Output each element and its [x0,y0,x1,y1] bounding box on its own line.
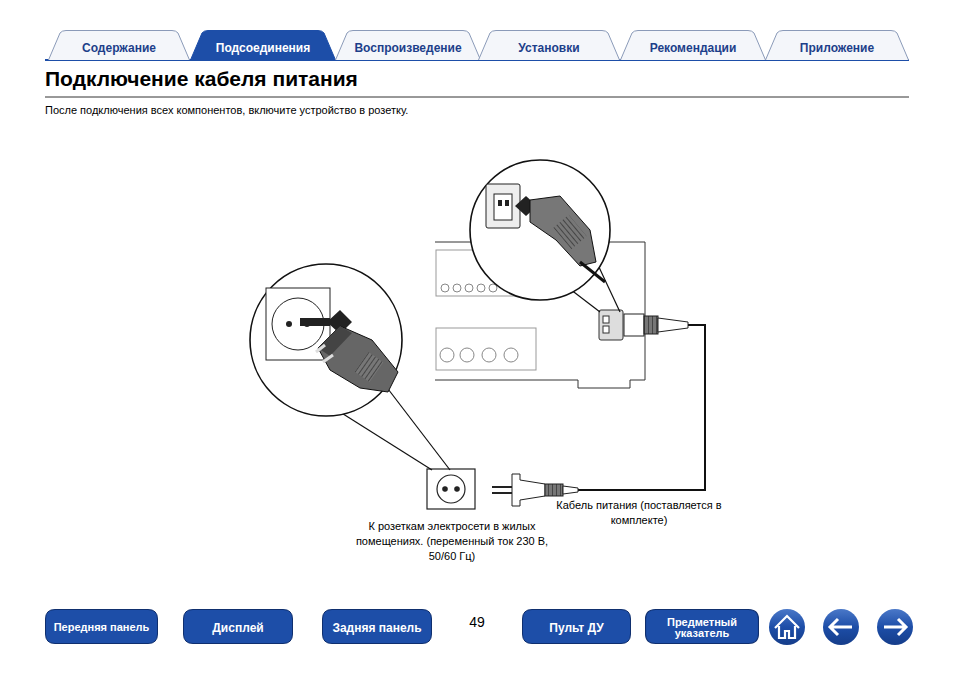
section-tab: Приложение [765,30,909,60]
button-label: Передняя панель [48,620,156,633]
button-label: Пульт ДУ [543,620,609,634]
nav-button: Пульт ДУ [522,609,631,644]
page-title: Подключение кабеля питания [45,67,358,91]
title-rule [45,97,909,98]
inlet-callout [470,160,620,312]
button-label: Задняя панель [326,620,427,634]
cable-label: Кабель питания (поставляется в комплекте… [553,498,725,528]
tab-label: Воспроизведение [348,35,467,55]
iec-plug [624,314,688,336]
tab-label: Установки [512,35,585,55]
button-label: Дисплей [206,620,269,634]
nav-button: Передняя панель [45,609,158,644]
section-tab: Содержание [48,30,190,60]
intro-note: После подключения всех компонентов, вклю… [45,103,408,118]
page-number: 49 [462,615,492,630]
tab-label: Приложение [794,35,880,55]
socket-callout [250,264,450,470]
nav-icons [769,609,913,645]
section-tab: Подсоединения [190,30,336,60]
button-label: Предметный указатель [645,615,759,639]
nav-button: Дисплей [183,609,293,644]
section-tab: Воспроизведение [335,30,481,60]
nav-button: Задняя панель [322,609,432,644]
wall-socket [427,469,475,509]
socket-note: К розеткам электросети в жилых помещения… [347,519,557,564]
nav-button: Предметный указатель [645,609,759,644]
power-cable [578,325,705,490]
section-tab: Рекомендации [620,30,766,60]
tab-label: Содержание [76,35,162,55]
tab-label: Рекомендации [644,35,743,55]
tab-label: Подсоединения [210,35,316,55]
section-tab: Установки [478,30,620,60]
